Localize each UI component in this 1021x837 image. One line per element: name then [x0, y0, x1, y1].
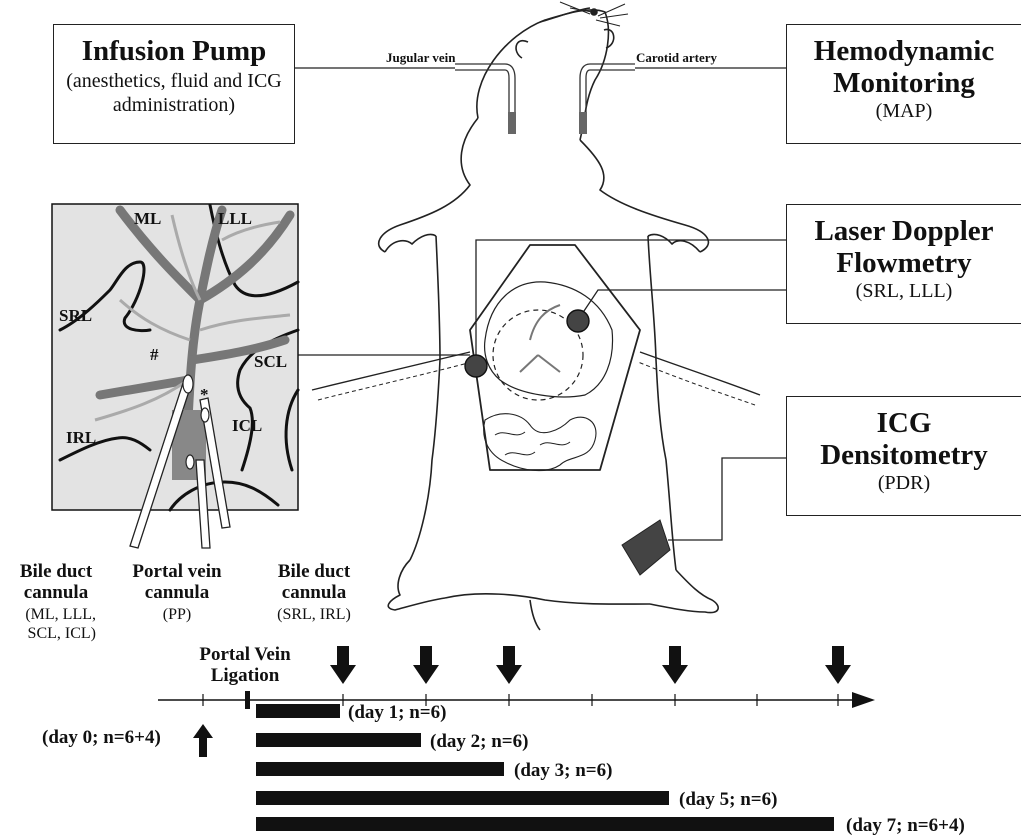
- icg-densitometry-box: ICG Densitometry (PDR): [786, 396, 1021, 516]
- bile-duct-cannula-1-detail: (ML, LLL, SCL, ICL): [4, 605, 96, 643]
- day3-label: (day 3; n=6): [514, 760, 612, 782]
- bar-day3: [256, 762, 504, 776]
- carotid-artery-label: Carotid artery: [636, 50, 717, 66]
- infusion-pump-title: Infusion Pump: [54, 35, 294, 67]
- day2-label: (day 2; n=6): [430, 731, 528, 753]
- hemodynamic-box: Hemodynamic Monitoring (MAP): [786, 24, 1021, 144]
- infusion-pump-subtitle: (anesthetics, fluid and ICG administrati…: [54, 67, 294, 117]
- label-irl: IRL: [66, 428, 96, 448]
- icg-densitometry-title: ICG Densitometry: [787, 407, 1021, 471]
- bar-day1: [256, 704, 340, 718]
- laser-probe-srl: [465, 355, 487, 377]
- icg-sensor: [622, 520, 670, 575]
- label-scl: SCL: [254, 352, 287, 372]
- label-lll: LLL: [218, 209, 252, 229]
- bile-duct-cannula-1: Bile duct cannula: [6, 561, 106, 603]
- bar-day5: [256, 791, 669, 805]
- laser-doppler-subtitle: (SRL, LLL): [787, 279, 1021, 303]
- portal-vein-cannula-detail: (PP): [122, 605, 232, 624]
- label-srl: SRL: [59, 306, 92, 326]
- bile-duct-cannula-2: Bile duct cannula: [264, 561, 364, 603]
- neck-cannulas: [455, 64, 635, 134]
- day0-label: (day 0; n=6+4): [42, 727, 161, 749]
- hemodynamic-subtitle: (MAP): [787, 99, 1021, 123]
- bar-day7: [256, 817, 834, 831]
- label-icl: ICL: [232, 416, 262, 436]
- label-hash: #: [150, 345, 159, 365]
- rat-illustration: [312, 2, 760, 630]
- hemodynamic-title: Hemodynamic Monitoring: [787, 35, 1021, 99]
- portal-vein-ligation-label: Portal Vein Ligation: [190, 644, 300, 686]
- day1-label: (day 1; n=6): [348, 702, 446, 724]
- icg-densitometry-subtitle: (PDR): [787, 471, 1021, 495]
- laser-probe-lll: [567, 310, 589, 332]
- jugular-vein-label: Jugular vein: [386, 50, 455, 66]
- laser-doppler-box: Laser Doppler Flowmetry (SRL, LLL): [786, 204, 1021, 324]
- portal-vein-cannula: Portal vein cannula: [122, 561, 232, 603]
- bile-duct-cannula-2-detail: (SRL, IRL): [264, 605, 364, 624]
- day7-label: (day 7; n=6+4): [846, 815, 965, 837]
- label-star: *: [200, 385, 209, 405]
- liver-inset: [52, 204, 298, 548]
- label-ml: ML: [134, 209, 161, 229]
- laser-doppler-title: Laser Doppler Flowmetry: [787, 215, 1021, 279]
- infusion-pump-box: Infusion Pump (anesthetics, fluid and IC…: [53, 24, 295, 144]
- bar-day2: [256, 733, 421, 747]
- day5-label: (day 5; n=6): [679, 789, 777, 811]
